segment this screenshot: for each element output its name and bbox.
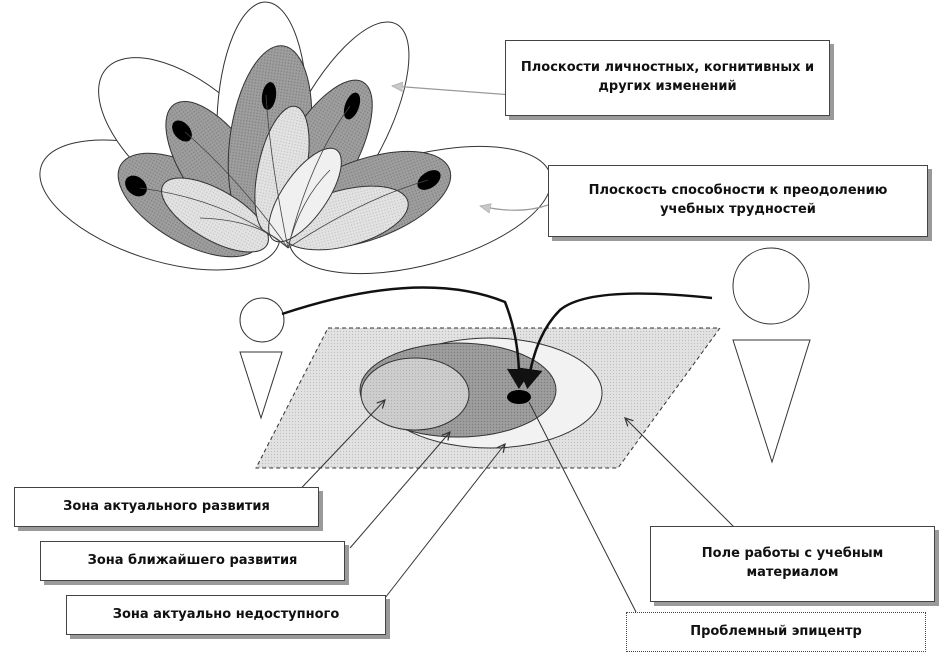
flower-petals bbox=[24, 1, 565, 299]
label-work-field-text: Поле работы с учебным материалом bbox=[702, 545, 883, 583]
label-zone-proximal-text: Зона ближайшего развития bbox=[88, 552, 298, 571]
label-planes-personal-text: Плоскости личностных, когнитивных и друг… bbox=[521, 59, 814, 97]
label-planes-personal: Плоскости личностных, когнитивных и друг… bbox=[505, 40, 830, 116]
label-plane-difficulty-text: Плоскость способности к преодолению учеб… bbox=[589, 182, 888, 220]
label-zone-proximal: Зона ближайшего развития bbox=[40, 541, 345, 581]
figure-small-head bbox=[240, 298, 284, 342]
figure-small-body bbox=[240, 352, 282, 418]
figure-small bbox=[240, 298, 284, 418]
label-work-field: Поле работы с учебным материалом bbox=[650, 526, 935, 602]
problem-epicenter-spot bbox=[507, 390, 531, 404]
label-zone-inaccessible: Зона актуально недоступного bbox=[66, 595, 386, 635]
label-zone-actual-text: Зона актуального развития bbox=[63, 498, 270, 517]
label-problem-epicenter-text: Проблемный эпицентр bbox=[690, 623, 862, 642]
label-zone-inaccessible-text: Зона актуально недоступного bbox=[113, 606, 340, 625]
figure-large bbox=[733, 248, 810, 462]
label-problem-epicenter: Проблемный эпицентр bbox=[626, 612, 926, 652]
label-zone-actual: Зона актуального развития bbox=[14, 487, 319, 527]
zone-actual-ellipse bbox=[361, 358, 469, 430]
label-plane-difficulty: Плоскость способности к преодолению учеб… bbox=[548, 165, 928, 237]
work-field-plane bbox=[256, 328, 720, 468]
figure-large-head bbox=[733, 248, 809, 324]
figure-large-body bbox=[733, 340, 810, 462]
